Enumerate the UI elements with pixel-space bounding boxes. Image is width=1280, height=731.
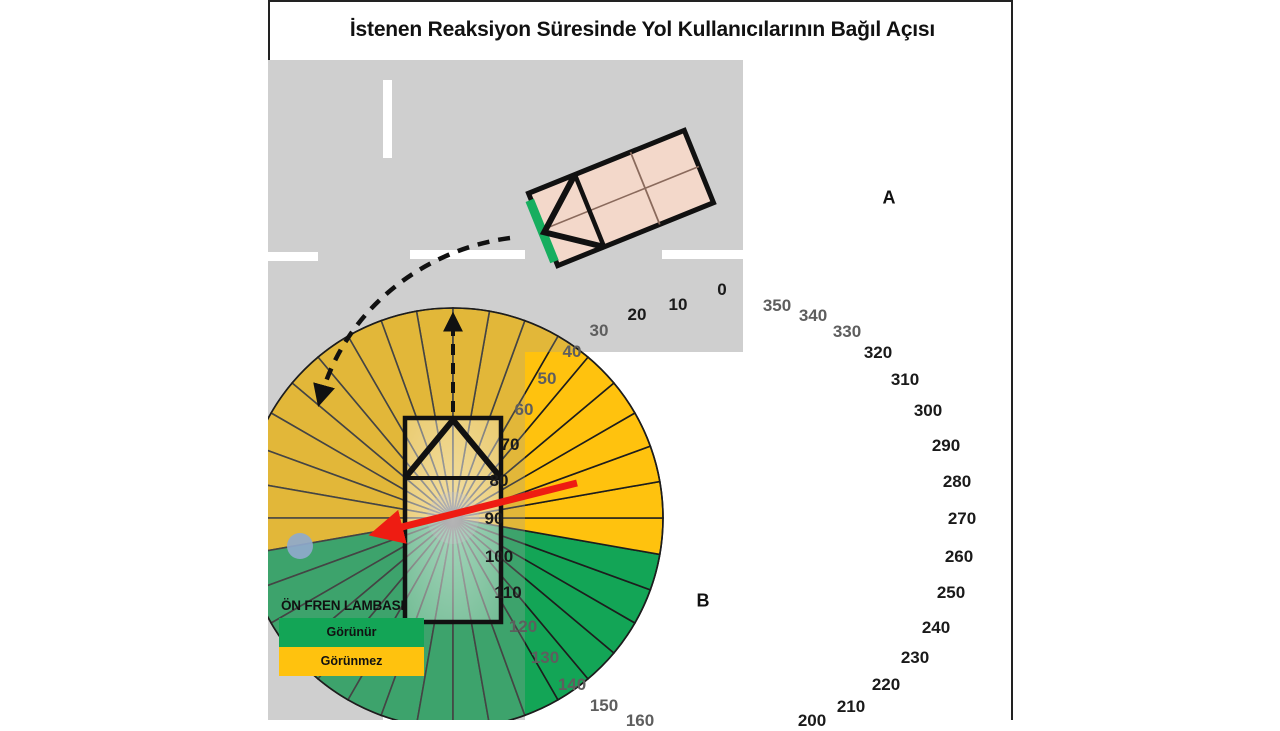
angle-tick-50: 50 [537,369,557,388]
angle-tick-140: 140 [557,675,587,694]
lane-dash-north [383,80,392,158]
angle-tick-30: 30 [589,321,609,340]
annotation-layer [287,235,578,559]
angle-tick-10: 10 [668,295,688,314]
angle-tick-90: 90 [484,509,504,528]
angle-tick-240: 240 [921,618,951,637]
angle-tick-20: 20 [627,305,647,324]
angle-tick-130: 130 [530,648,560,667]
angle-tick-260: 260 [944,547,974,566]
angle-tick-310: 310 [890,370,920,389]
trajectory-arrow-A [313,235,511,407]
angle-tick-70: 70 [500,435,520,454]
lane-dash-east-1 [410,250,525,259]
left-gutter [0,0,268,720]
vehicle-a [525,127,717,269]
angle-tick-40: 40 [562,342,582,361]
angle-tick-220: 220 [871,675,901,694]
vehicle-a-label: A [882,187,896,208]
angle-tick-200: 200 [797,711,827,730]
angle-tick-340: 340 [798,306,828,325]
lane-dash-east-2 [662,250,743,259]
angle-tick-270: 270 [947,509,977,528]
right-gutter [1013,0,1280,720]
contact-point-marker [287,533,313,559]
legend-item-visible[interactable]: Görünür [279,618,424,647]
angle-tick-80: 80 [489,471,509,490]
angle-tick-250: 250 [936,583,966,602]
angle-tick-60: 60 [514,400,534,419]
legend: ÖN FREN LAMBASI Görünür Görünmez [279,598,424,676]
angle-tick-120: 120 [508,617,538,636]
angle-tick-280: 280 [942,472,972,491]
legend-title: ÖN FREN LAMBASI [281,598,404,613]
angle-tick-230: 230 [900,648,930,667]
angle-tick-210: 210 [836,697,866,716]
angle-tick-300: 300 [913,401,943,420]
angle-tick-160: 160 [625,711,655,730]
angle-tick-350: 350 [762,296,792,315]
vehicle-b-label: B [696,590,710,611]
lane-dash-west-2 [225,252,318,261]
angle-tick-0: 0 [717,280,727,299]
page-title: İstenen Reaksiyon Süresinde Yol Kullanıc… [349,18,936,41]
legend-item-invisible[interactable]: Görünmez [279,647,424,676]
angle-tick-330: 330 [832,322,862,341]
relative-angle-arrow [368,479,578,544]
angle-tick-320: 320 [863,343,893,362]
angle-tick-150: 150 [589,696,619,715]
angle-tick-100: 100 [484,547,514,566]
angle-tick-290: 290 [931,436,961,455]
angle-tick-110: 110 [494,583,522,602]
